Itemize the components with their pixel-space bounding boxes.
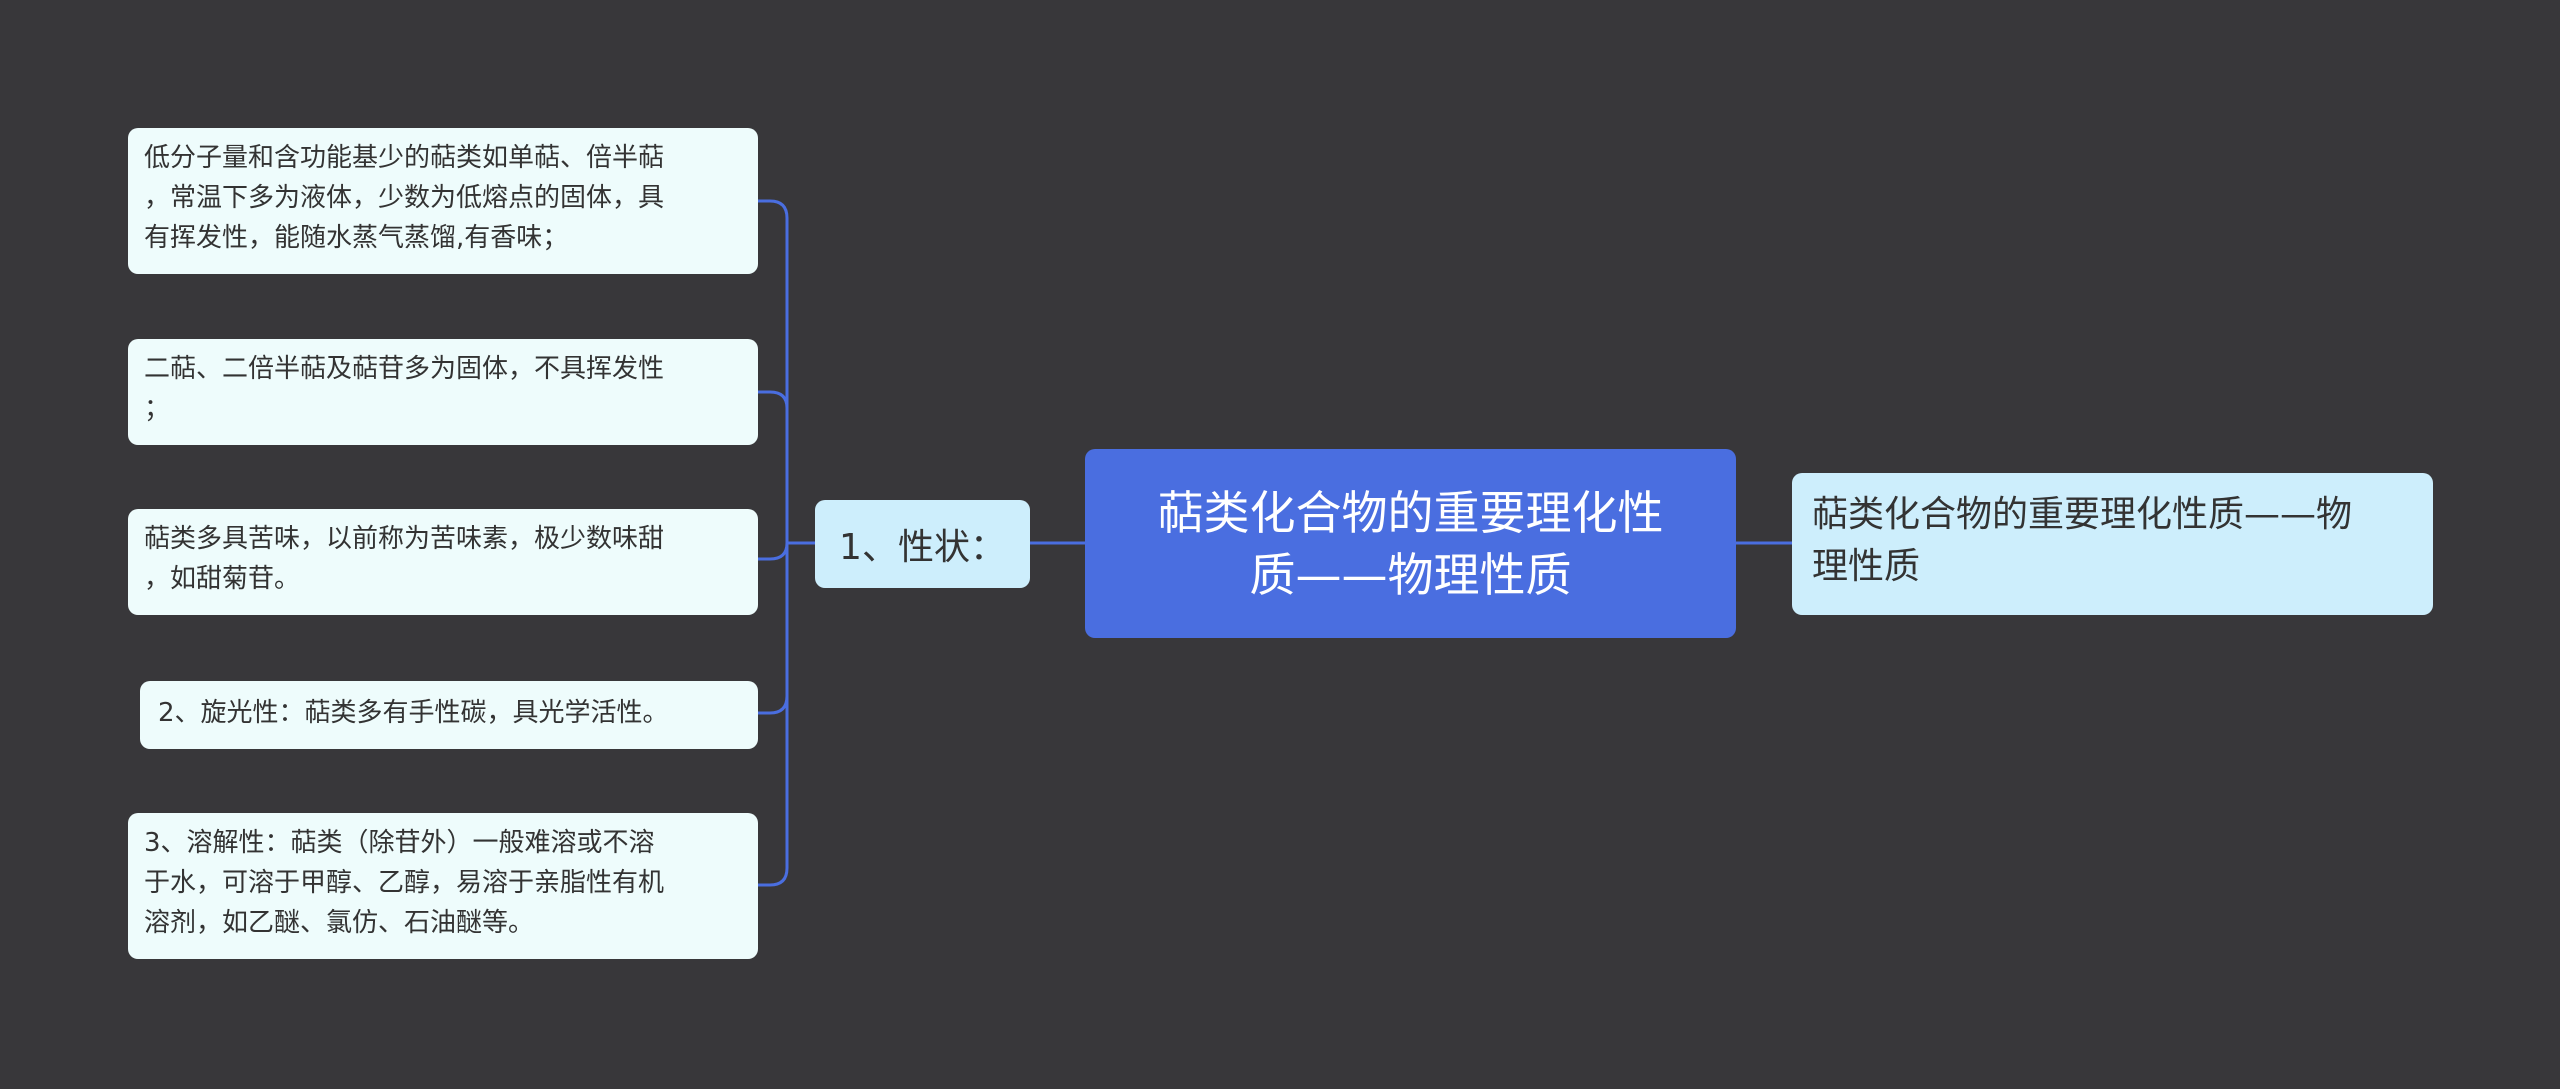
leaf-3-line-2: ，如甜菊苷。 [144,564,301,594]
leaf-4-line-1: 2、旋光性：萜类多有手性碳，具光学活性。 [158,698,669,728]
leaf-2-line-1: 二萜、二倍半萜及萜苷多为固体，不具挥发性 [144,354,665,384]
leaf-1-line-2: ，常温下多为液体，少数为低熔点的固体，具 [144,183,665,213]
leaf-node-3[interactable]: 萜类多具苦味，以前称为苦味素，极少数味甜 ，如甜菊苷。 [128,509,758,615]
connector-leaf-4 [757,543,789,715]
leaf-node-5[interactable]: 3、溶解性：萜类（除苷外）一般难溶或不溶 于水，可溶于甲醇、乙醇，易溶于亲脂性有… [128,813,758,959]
leaf-node-4[interactable]: 2、旋光性：萜类多有手性碳，具光学活性。 [140,681,758,749]
leaf-5-line-3: 溶剂，如乙醚、氯仿、石油醚等。 [144,908,535,938]
leaf-3-line-1: 萜类多具苦味，以前称为苦味素，极少数味甜 [144,524,665,554]
leaf-1-line-1: 低分子量和含功能基少的萜类如单萜、倍半萜 [144,143,665,173]
root-line-2: 质——物理性质 [1249,547,1572,602]
root-node[interactable]: 萜类化合物的重要理化性 质——物理性质 [1085,449,1736,638]
connector-leaf-2 [757,390,789,543]
branch-label: 1、性状： [839,527,1006,568]
branch-node-properties[interactable]: 1、性状： [815,500,1030,588]
leaf-2-line-2: ； [144,394,171,424]
summary-node[interactable]: 萜类化合物的重要理化性质——物 理性质 [1792,473,2433,615]
summary-line-1: 萜类化合物的重要理化性质——物 [1812,494,2353,535]
root-line-1: 萜类化合物的重要理化性 [1157,485,1664,540]
leaf-1-line-3: 有挥发性，能随水蒸气蒸馏,有香味； [144,223,569,253]
leaf-node-1[interactable]: 低分子量和含功能基少的萜类如单萜、倍半萜 ，常温下多为液体，少数为低熔点的固体，… [128,128,758,274]
summary-line-2: 理性质 [1812,546,1921,587]
leaf-5-line-2: 于水，可溶于甲醇、乙醇，易溶于亲脂性有机 [144,868,665,898]
leaf-node-2[interactable]: 二萜、二倍半萜及萜苷多为固体，不具挥发性 ； [128,339,758,445]
connector-leaf-3 [757,542,789,561]
connector-leaf-5 [757,543,789,887]
leaf-5-line-1: 3、溶解性：萜类（除苷外）一般难溶或不溶 [144,828,655,858]
connector-leaf-1 [757,199,789,543]
